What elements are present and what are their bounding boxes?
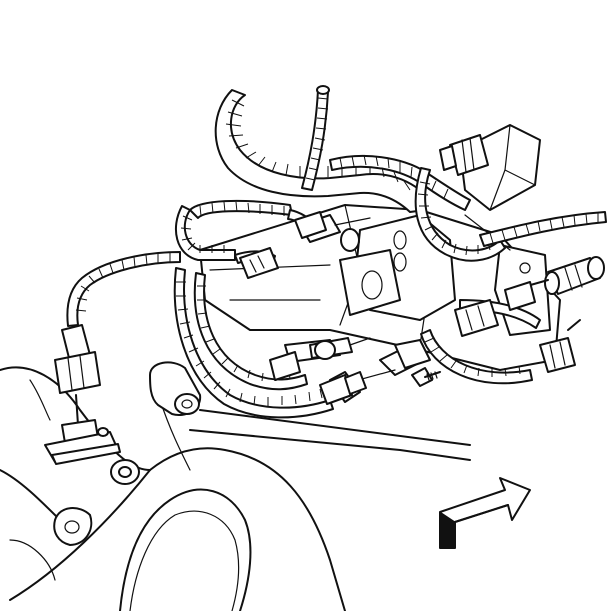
wiring-harness bbox=[66, 85, 607, 419]
engine-boss bbox=[149, 361, 202, 416]
injector-connectors bbox=[239, 211, 581, 405]
electrical-connector-top bbox=[439, 124, 541, 211]
view-direction-arrow bbox=[439, 477, 531, 549]
mounting-bolt bbox=[411, 367, 441, 387]
sensor-connector-left bbox=[44, 324, 121, 465]
engine-block bbox=[0, 366, 471, 611]
